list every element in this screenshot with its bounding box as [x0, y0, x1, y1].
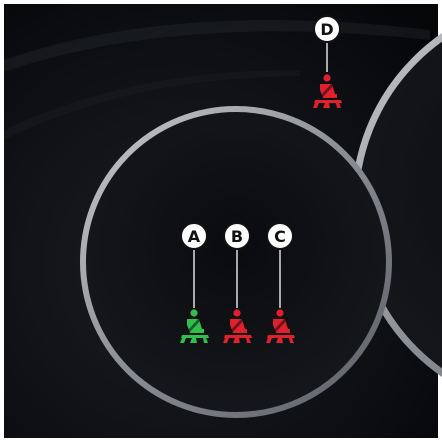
callout-b: B [224, 223, 250, 249]
callout-c: C [267, 223, 293, 249]
callout-letter-a: A [188, 227, 201, 246]
left-gauge [83, 109, 389, 415]
callout-letter-c: C [274, 227, 286, 246]
callout-d: D [314, 16, 340, 42]
callout-a: A [181, 223, 207, 249]
callout-letter-b: B [231, 227, 243, 246]
callout-letter-d: D [320, 20, 333, 39]
